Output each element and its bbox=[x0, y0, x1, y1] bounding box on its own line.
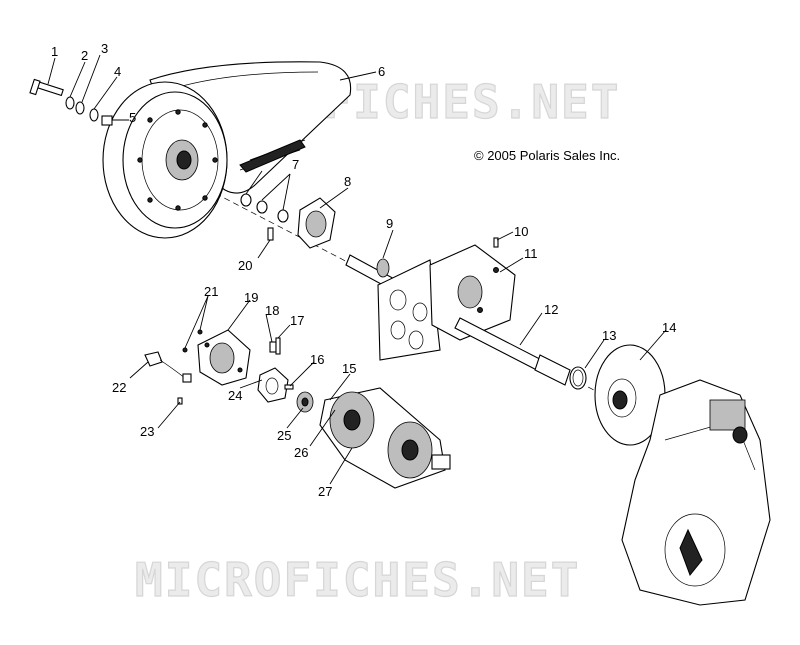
bracket-11 bbox=[429, 244, 516, 341]
sprocket-assembly-27 bbox=[319, 387, 451, 489]
callout-20: 20 bbox=[238, 258, 252, 273]
callout-labels: 1 2 3 4 5 6 7 8 9 10 11 12 13 14 15 16 1… bbox=[51, 41, 676, 499]
callout-18: 18 bbox=[265, 303, 279, 318]
callout-17: 17 bbox=[290, 313, 304, 328]
callout-6: 6 bbox=[378, 64, 385, 79]
callout-25: 25 bbox=[277, 428, 291, 443]
callout-11: 11 bbox=[524, 246, 538, 261]
leader-lines bbox=[47, 54, 667, 485]
callout-24: 24 bbox=[228, 388, 242, 403]
callout-26: 26 bbox=[294, 445, 308, 460]
callout-16: 16 bbox=[310, 352, 324, 367]
callout-4: 4 bbox=[114, 64, 121, 79]
pin-18 bbox=[269, 341, 277, 353]
callout-1: 1 bbox=[51, 44, 58, 59]
watermark-bottom: MICROFICHES.NET bbox=[135, 553, 580, 607]
callout-22: 22 bbox=[112, 380, 126, 395]
callout-23: 23 bbox=[140, 424, 154, 439]
gearcase-housing bbox=[621, 379, 771, 606]
bearing-flange-8 bbox=[297, 197, 336, 249]
pin-17 bbox=[275, 337, 281, 355]
gasket-24 bbox=[257, 367, 289, 403]
primary-clutch bbox=[102, 81, 228, 239]
screw-10 bbox=[493, 237, 499, 248]
pin-20 bbox=[267, 227, 274, 241]
callout-10: 10 bbox=[514, 224, 528, 239]
screw-16 bbox=[284, 384, 294, 390]
callout-13: 13 bbox=[602, 328, 616, 343]
callout-12: 12 bbox=[544, 302, 558, 317]
clutch-bolt-stack bbox=[29, 78, 113, 126]
shaft-12 bbox=[454, 317, 571, 386]
callout-9: 9 bbox=[386, 216, 393, 231]
callout-15: 15 bbox=[342, 361, 356, 376]
bearing-25 bbox=[296, 391, 314, 413]
washers-7 bbox=[240, 193, 289, 223]
callout-7: 7 bbox=[292, 157, 299, 172]
callout-2: 2 bbox=[81, 48, 88, 63]
callout-19: 19 bbox=[244, 290, 258, 305]
screw-23 bbox=[177, 397, 183, 405]
callout-8: 8 bbox=[344, 174, 351, 189]
sensor-22 bbox=[144, 351, 192, 383]
callout-5: 5 bbox=[129, 110, 136, 125]
copyright-text: © 2005 Polaris Sales Inc. bbox=[474, 148, 620, 163]
callout-3: 3 bbox=[101, 41, 108, 56]
callout-27: 27 bbox=[318, 484, 332, 499]
callout-21: 21 bbox=[204, 284, 218, 299]
driven-pulley-14 bbox=[594, 344, 666, 446]
callout-14: 14 bbox=[662, 320, 676, 335]
bearing-housing-19 bbox=[197, 329, 251, 386]
bolts-21 bbox=[182, 329, 203, 353]
shaft-centerline bbox=[179, 174, 691, 441]
